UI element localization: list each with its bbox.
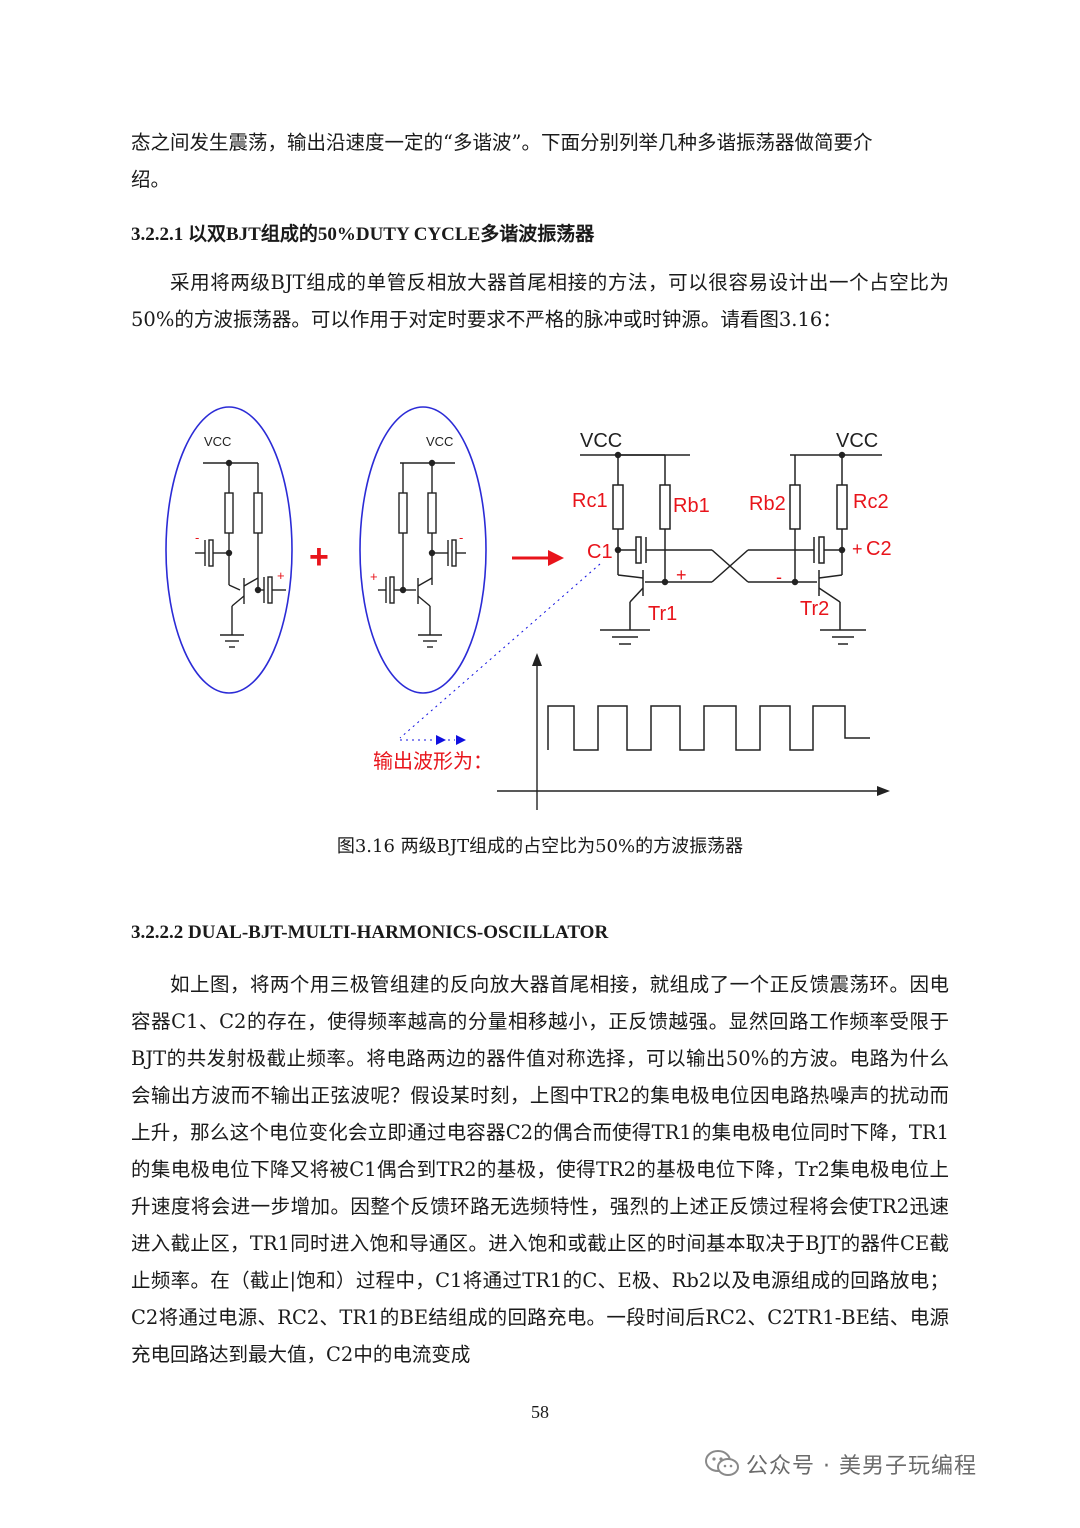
polarity-plus-left: + [277,568,285,583]
blue-arrowhead [456,735,466,745]
polarity-plus-right: + [370,569,378,584]
paragraph-intro-line2: 绍。 [131,168,171,191]
section-heading-3-2-2-2: 3.2.2.2 DUAL-BJT-MULTI-HARMONICS-OSCILLA… [131,922,609,943]
polarity-minus-right: - [459,530,463,545]
c2-label: C2 [866,538,892,560]
rb2-label: Rb2 [749,493,786,515]
page-number: 58 [531,1402,549,1422]
paragraph-intro-line1: 态之间发生震荡，输出沿速度一定的“多谐波”。下面分别列举几种多谐振荡器做简要介 [131,131,873,154]
tr2-label: Tr2 [800,598,829,620]
rb1-label: Rb1 [673,495,710,517]
vcc-label-small-left: VCC [204,434,231,449]
polarity-plus-main: + [676,565,687,585]
left-amplifier-ellipse [165,406,293,694]
x-axis-arrowhead [877,786,890,796]
right-single-stage-amplifier [378,459,466,648]
watermark: 公众号 · 美男子玩编程 [704,1448,977,1480]
pointer-dotted-line [399,563,601,739]
plus-operator: + [309,538,329,576]
y-axis-arrowhead [532,653,542,666]
figure-caption: 图3.16 两级BJT组成的占空比为50%的方波振荡器 [336,836,744,857]
polarity-minus-main: - [776,567,782,587]
rc2-label: Rc2 [853,491,889,513]
left-single-stage-amplifier [195,459,286,648]
paragraph-method: 采用将两级BJT组成的单管反相放大器首尾相接的方法，可以很容易设计出一个占空比为… [131,271,949,331]
right-amplifier-ellipse [359,406,487,694]
rc1-label: Rc1 [572,490,608,512]
astable-multivibrator-circuit [580,451,882,645]
wechat-icon [705,1450,739,1476]
output-waveform-label: 输出波形为： [373,749,493,773]
c1-label: C1 [587,541,613,563]
paragraph-explanation: 如上图，将两个用三极管组建的反向放大器首尾相接，就组成了一个正反馈震荡环。因电容… [131,973,949,1366]
vcc-label-left: VCC [580,430,622,452]
section-heading-3-2-2-1: 3.2.2.1 以双BJT组成的50%DUTY CYCLE多谐波振荡器 [131,224,595,245]
vcc-label-small-right: VCC [426,434,453,449]
watermark-text: 公众号 · 美男子玩编程 [746,1454,977,1479]
figure-3-16: VCC VCC + - + + - VCC VCC Rc1 Rb1 Rb2 Rc… [165,406,892,810]
waveform-plot [497,660,880,810]
polarity-minus-left: - [195,530,199,545]
tr1-label: Tr1 [648,603,677,625]
c2-polarity-plus: + [852,539,863,559]
vcc-label-right: VCC [836,430,878,452]
